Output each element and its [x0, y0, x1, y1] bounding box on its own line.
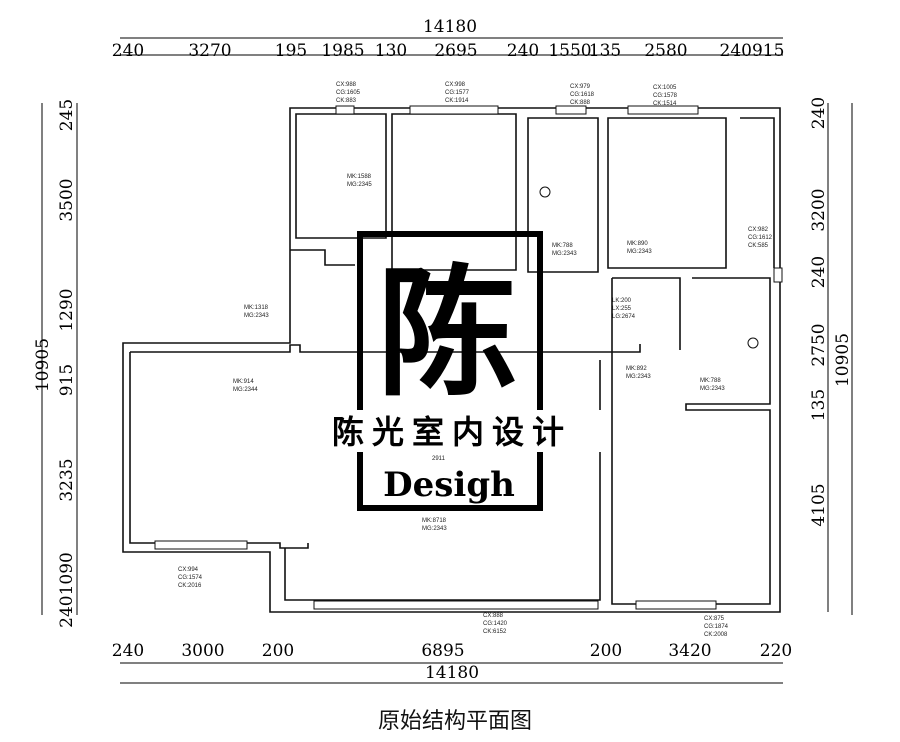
bottom-dimension-label: 6895 [421, 641, 464, 661]
logo-english: Desigh [383, 465, 515, 505]
opening-annotation-line: CG:1874 [704, 624, 729, 630]
bottom-dimension-label: 3420 [668, 641, 711, 661]
opening-annotation-line: CX:979 [570, 84, 591, 90]
left-dimension-label: 245 [57, 99, 77, 131]
misc-label: 2911 [432, 456, 446, 462]
opening-annotation-line: MK:788 [552, 243, 573, 249]
opening-annotation-line: CX:888 [483, 613, 504, 619]
left-dimension-label: 3500 [57, 178, 77, 221]
opening-annotation-line: CK:888 [570, 100, 591, 106]
opening-annotation-line: MK:890 [627, 241, 648, 247]
opening-annotation-line: MK:1318 [244, 305, 269, 311]
watermark-logo: 陈 陈光室内设计 Desigh [296, 231, 604, 511]
bottom-dimension-label: 220 [760, 641, 792, 661]
bottom-total-dimension: 14180 [425, 663, 479, 683]
opening-annotation-line: MG:2343 [552, 251, 577, 257]
opening-annotation-line: MK:892 [626, 366, 647, 372]
opening-annotation-line: CK:585 [748, 243, 769, 249]
opening-annotation-line: CX:994 [178, 567, 199, 573]
top-dimension-label: 240 [507, 41, 539, 61]
opening-annotation-line: LK:200 [612, 298, 632, 304]
left-dimension-label: 3235 [57, 458, 77, 501]
opening-annotation-line: CK:1914 [445, 98, 469, 104]
opening-annotations: CX:988CG:1605CK:883CX:998CG:1577CK:1914C… [178, 82, 773, 638]
opening-annotation-line: CX:875 [704, 616, 725, 622]
left-total-dimension: 10905 [33, 338, 53, 392]
top-dimension-label: 240 [112, 41, 144, 61]
opening-annotation-line: MG:2343 [700, 386, 725, 392]
opening-annotation-line: MK:8718 [422, 518, 447, 524]
right-dimension-label: 240 [809, 97, 829, 129]
opening-annotation-line: CK:2008 [704, 632, 728, 638]
opening-annotation-line: CX:1005 [653, 85, 677, 91]
left-dimension-label: 915 [57, 364, 77, 396]
top-dimension-label: 135 [589, 41, 621, 61]
opening-annotation-line: CG:1574 [178, 575, 203, 581]
opening-annotation-line: CG:1578 [653, 93, 678, 99]
opening-annotation-line: CG:1420 [483, 621, 508, 627]
opening-annotation-line: CG:1577 [445, 90, 470, 96]
opening-annotation-line: CK:6152 [483, 629, 507, 635]
top-dimension-label: 1550 [548, 41, 591, 61]
bottom-dimension-label: 200 [262, 641, 294, 661]
right-dimension-label: 2750 [809, 323, 829, 366]
opening-annotation-line: MG:2345 [347, 182, 372, 188]
opening-annotation-line: CX:982 [748, 227, 769, 233]
opening-annotation-line: CG:1612 [748, 235, 773, 241]
top-dimension-label: 130 [375, 41, 407, 61]
top-dimension-label: 2695 [434, 41, 477, 61]
top-dimension-label: 240915 [720, 41, 785, 61]
opening-annotation-line: MK:788 [700, 378, 721, 384]
right-total-dimension: 10905 [833, 333, 853, 387]
left-dimension-label: 1290 [57, 288, 77, 331]
right-dimension-label: 240 [809, 256, 829, 288]
opening-annotation-line: CX:988 [336, 82, 357, 88]
opening-annotation-line: MG:2343 [422, 526, 447, 532]
dimension-lines [41, 37, 853, 684]
opening-annotation-line: MK:1588 [347, 174, 372, 180]
top-dimension-label: 3270 [188, 41, 231, 61]
opening-annotation-line: CK:883 [336, 98, 357, 104]
opening-annotation-line: CG:1618 [570, 92, 595, 98]
drawing-caption: 原始结构平面图 [378, 709, 532, 734]
opening-annotation-line: CG:1605 [336, 90, 361, 96]
walls [122, 105, 783, 613]
opening-annotation-line: MG:2344 [233, 387, 258, 393]
opening-annotation-line: LX:255 [612, 306, 632, 312]
opening-annotation-line: LG:2674 [612, 314, 636, 320]
opening-annotation-line: CK:1514 [653, 101, 677, 107]
bottom-dimension-label: 240 [112, 641, 144, 661]
left-dimension-label: 2401090 [57, 552, 77, 628]
bottom-dimension-label: 3000 [181, 641, 224, 661]
opening-annotation-line: MG:2343 [627, 249, 652, 255]
opening-annotation-line: CK:2016 [178, 583, 202, 589]
top-dimension-label: 2580 [644, 41, 687, 61]
bottom-dimension-label: 200 [590, 641, 622, 661]
right-dimension-label: 4105 [809, 483, 829, 526]
right-dimension-label: 3200 [809, 188, 829, 231]
top-dimension-label: 195 [275, 41, 307, 61]
opening-annotation-line: CX:998 [445, 82, 466, 88]
logo-big-char: 陈 [377, 252, 517, 416]
opening-annotation-line: MG:2343 [626, 374, 651, 380]
logo-company-name: 陈光室内设计 [332, 413, 572, 451]
top-dimension-label: 1985 [321, 41, 364, 61]
right-dimension-label: 135 [809, 389, 829, 421]
opening-annotation-line: MK:914 [233, 379, 254, 385]
top-total-dimension: 14180 [423, 17, 477, 37]
opening-annotation-line: MG:2343 [244, 313, 269, 319]
